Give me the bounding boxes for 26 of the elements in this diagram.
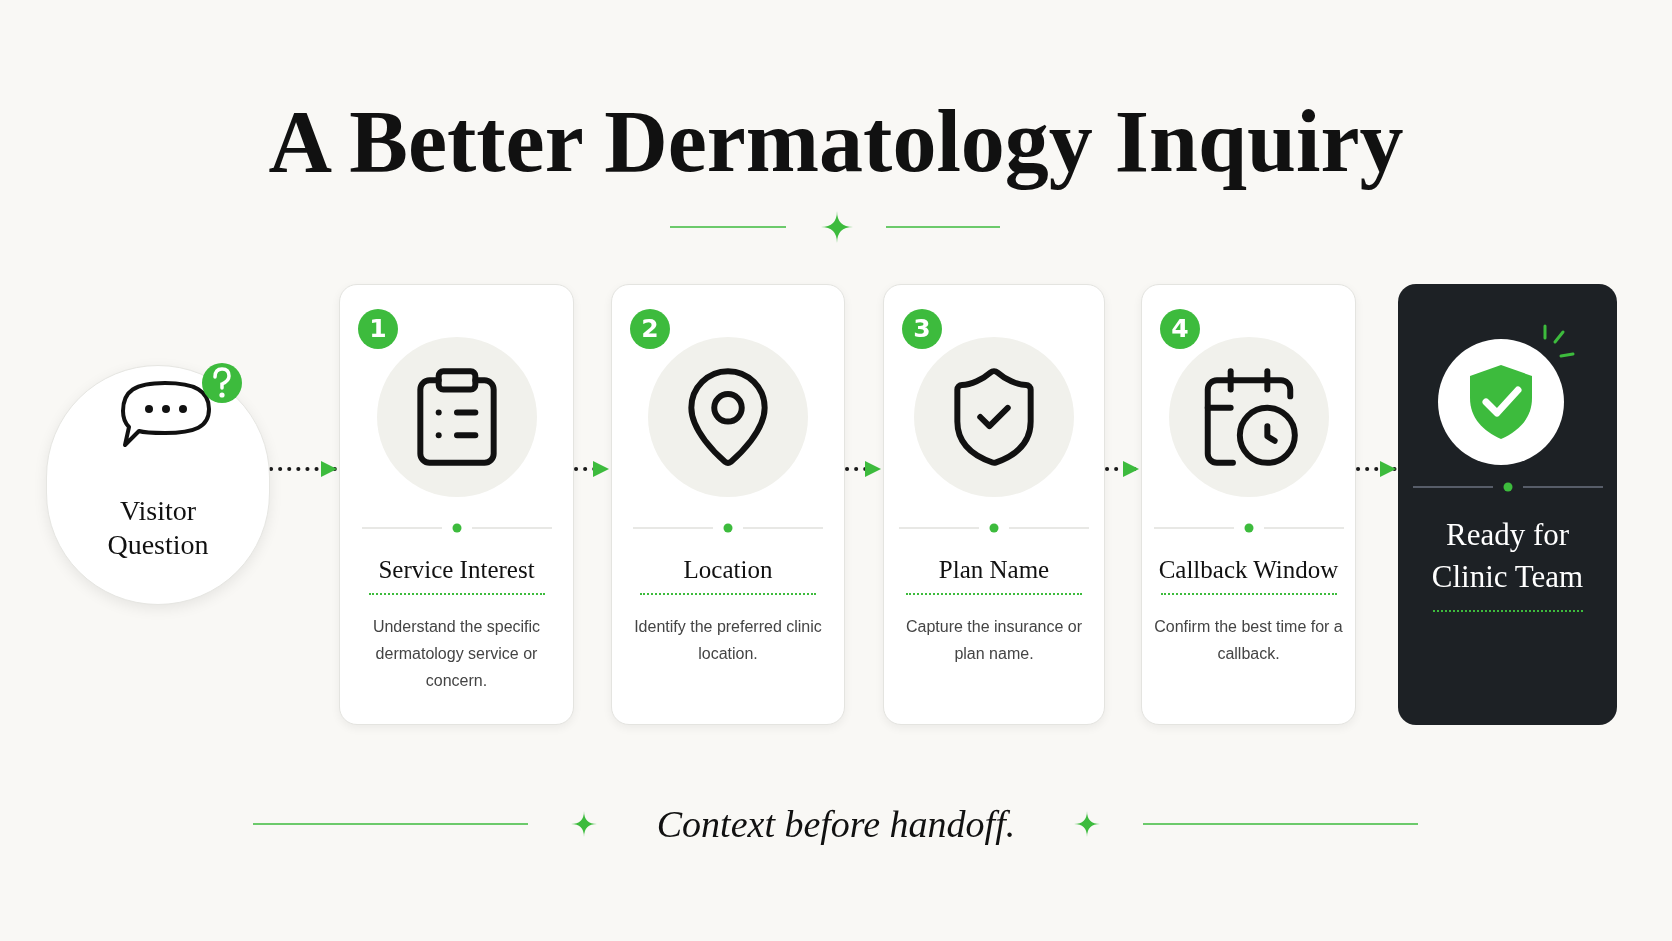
card-description: Identify the preferred clinic location. — [633, 617, 823, 664]
step-number: 3 — [902, 309, 942, 349]
step-card — [339, 284, 574, 725]
dotted-arrow — [845, 461, 883, 477]
card-title: Callback Window — [1158, 555, 1339, 585]
step-number: 1 — [358, 309, 398, 349]
card-title: Location — [683, 555, 773, 585]
card-title: Plan Name — [938, 555, 1050, 585]
dotted-arrow — [1356, 461, 1398, 477]
card-title: Service Interest — [378, 555, 535, 585]
title: A Better Dermatology Inquiry — [268, 92, 1404, 192]
dotted-arrow — [574, 461, 611, 477]
step-card — [611, 284, 845, 725]
card-description: Capture the insurance or plan name. — [904, 617, 1084, 664]
step-number: 2 — [630, 309, 670, 349]
caption: Context before handoff. — [656, 802, 1016, 847]
card-description: Confirm the best time for a callback. — [1153, 617, 1344, 664]
step-number: 4 — [1160, 309, 1200, 349]
result-card — [1398, 284, 1617, 725]
step-card — [1141, 284, 1356, 725]
dotted-arrow — [1105, 461, 1141, 477]
card-description: Understand the specific dermatology service or concern. — [371, 617, 542, 691]
step-card — [883, 284, 1105, 725]
node-title: Visitor Question — [106, 494, 210, 562]
card-title: Ready for Clinic Team — [1430, 516, 1585, 596]
dotted-arrow — [269, 461, 339, 477]
